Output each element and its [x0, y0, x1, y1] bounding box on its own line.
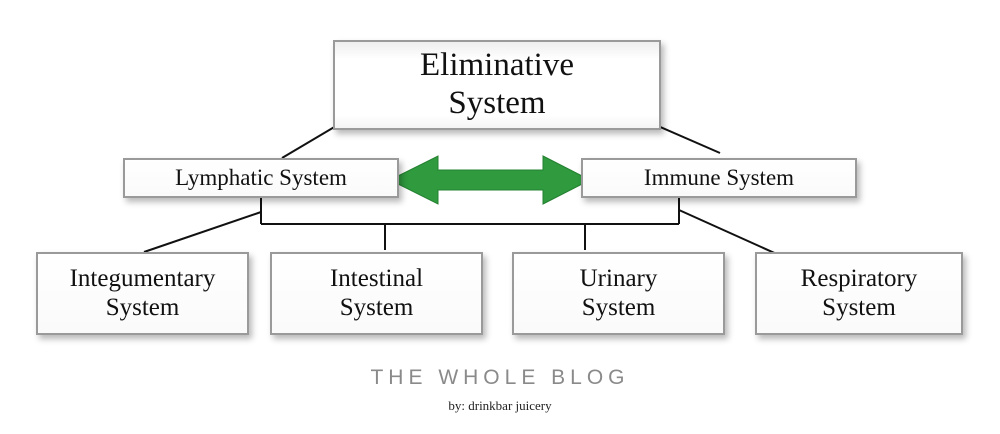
node-label-line1: Eliminative	[420, 47, 574, 84]
node-urinary-system: Urinary System	[512, 252, 725, 335]
connector-root-to-lymphatic	[281, 125, 337, 159]
connector-to-integumentary	[143, 211, 262, 253]
node-label-line2: System	[448, 85, 546, 121]
brand-title: THE WHOLE BLOG	[370, 366, 630, 389]
node-label-line2: System	[339, 293, 414, 321]
connector-root-to-immune	[657, 125, 721, 154]
double-arrow-icon	[388, 155, 592, 205]
connector-to-respiratory	[678, 209, 791, 261]
node-eliminative-system: Eliminative System	[333, 40, 661, 130]
byline: by: drinkbar juicery	[448, 398, 552, 413]
node-integumentary-system: Integumentary System	[36, 252, 249, 335]
node-label-line1: Respiratory	[800, 264, 918, 292]
node-label-line1: Intestinal	[329, 264, 424, 292]
node-label-line2: System	[105, 293, 180, 321]
node-intestinal-system: Intestinal System	[270, 252, 483, 335]
node-label-line2: System	[581, 293, 656, 321]
node-label: Lymphatic System	[175, 164, 347, 190]
node-label-line1: Urinary	[579, 264, 658, 292]
node-immune-system: Immune System	[581, 158, 857, 198]
node-respiratory-system: Respiratory System	[755, 252, 963, 335]
node-label-line1: Integumentary	[69, 264, 216, 292]
node-label-line2: System	[822, 293, 896, 321]
node-label: Immune System	[643, 164, 795, 190]
node-lymphatic-system: Lymphatic System	[123, 158, 399, 198]
